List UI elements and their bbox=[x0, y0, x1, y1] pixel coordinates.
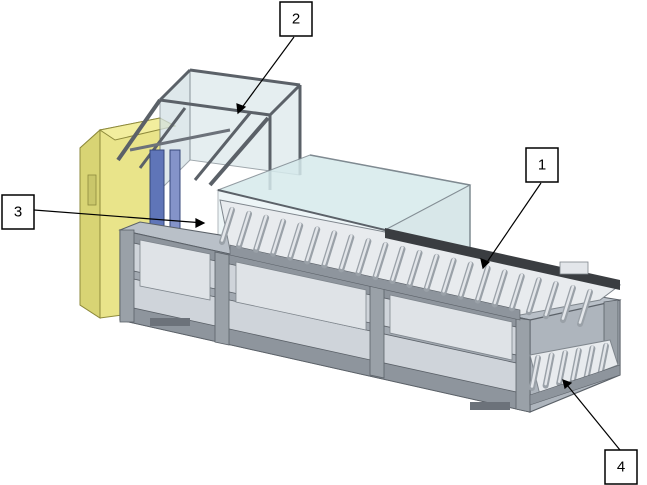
callout-label-4: 4 bbox=[617, 459, 625, 476]
lower-roller-conveyor bbox=[529, 339, 621, 406]
arrowhead-2 bbox=[236, 103, 247, 115]
upper-roller-highlight bbox=[271, 218, 285, 254]
upper-roller-highlight bbox=[459, 261, 472, 297]
callout-box-1 bbox=[525, 147, 559, 183]
upper-roller-highlight bbox=[476, 265, 489, 301]
callout-label-1: 1 bbox=[538, 157, 546, 174]
upper-roller-highlight bbox=[254, 215, 268, 250]
upper-rollers bbox=[219, 207, 593, 327]
callout-box-3 bbox=[1, 194, 35, 230]
upper-roller-highlight bbox=[305, 226, 319, 262]
lower-rollers bbox=[529, 343, 609, 391]
upper-roller-highlight bbox=[237, 211, 251, 246]
leader-2 bbox=[237, 36, 295, 114]
upper-roller-highlight bbox=[288, 222, 302, 258]
upper-roller-highlight bbox=[493, 269, 507, 305]
upper-roller-conveyor bbox=[219, 199, 622, 327]
upper-roller-highlight bbox=[220, 207, 234, 242]
upper-roller-highlight bbox=[323, 230, 336, 266]
upper-roller-highlight bbox=[561, 285, 575, 320]
lower-roller-highlight bbox=[530, 355, 540, 388]
upper-roller-highlight bbox=[425, 254, 438, 289]
arrowhead-4 bbox=[562, 379, 573, 390]
upper-roller-highlight bbox=[357, 238, 370, 273]
upper-roller-highlight bbox=[544, 281, 558, 316]
upper-roller-highlight bbox=[391, 246, 404, 281]
callout-box-2 bbox=[279, 1, 313, 37]
lower-roller-highlight bbox=[585, 345, 594, 379]
upper-roller-highlight bbox=[442, 258, 455, 293]
callout-3: 3 bbox=[1, 194, 35, 230]
leader-1 bbox=[482, 182, 542, 269]
callout-leaders bbox=[33, 36, 621, 451]
upper-roller-highlight bbox=[408, 250, 421, 285]
arrowhead-3 bbox=[195, 218, 206, 228]
callout-label-2: 2 bbox=[292, 11, 300, 28]
upper-roller-highlight bbox=[374, 242, 387, 277]
upper-roller-highlight bbox=[510, 273, 524, 309]
upper-roller-highlight bbox=[578, 289, 592, 324]
lower-roller-highlight bbox=[544, 352, 553, 386]
callout-1: 1 bbox=[525, 147, 559, 183]
callout-label-3: 3 bbox=[14, 204, 22, 221]
callout-2: 2 bbox=[279, 1, 313, 37]
callout-box-4 bbox=[604, 449, 638, 485]
upper-roller-highlight bbox=[527, 277, 541, 313]
callout-4: 4 bbox=[604, 449, 638, 485]
lower-roller-highlight bbox=[557, 350, 567, 383]
lower-roller-highlight bbox=[598, 343, 608, 376]
leader-3 bbox=[33, 209, 205, 224]
leader-4 bbox=[562, 379, 621, 451]
arrowhead-1 bbox=[480, 258, 491, 270]
lower-roller-highlight bbox=[571, 348, 581, 381]
upper-roller-highlight bbox=[340, 234, 353, 270]
